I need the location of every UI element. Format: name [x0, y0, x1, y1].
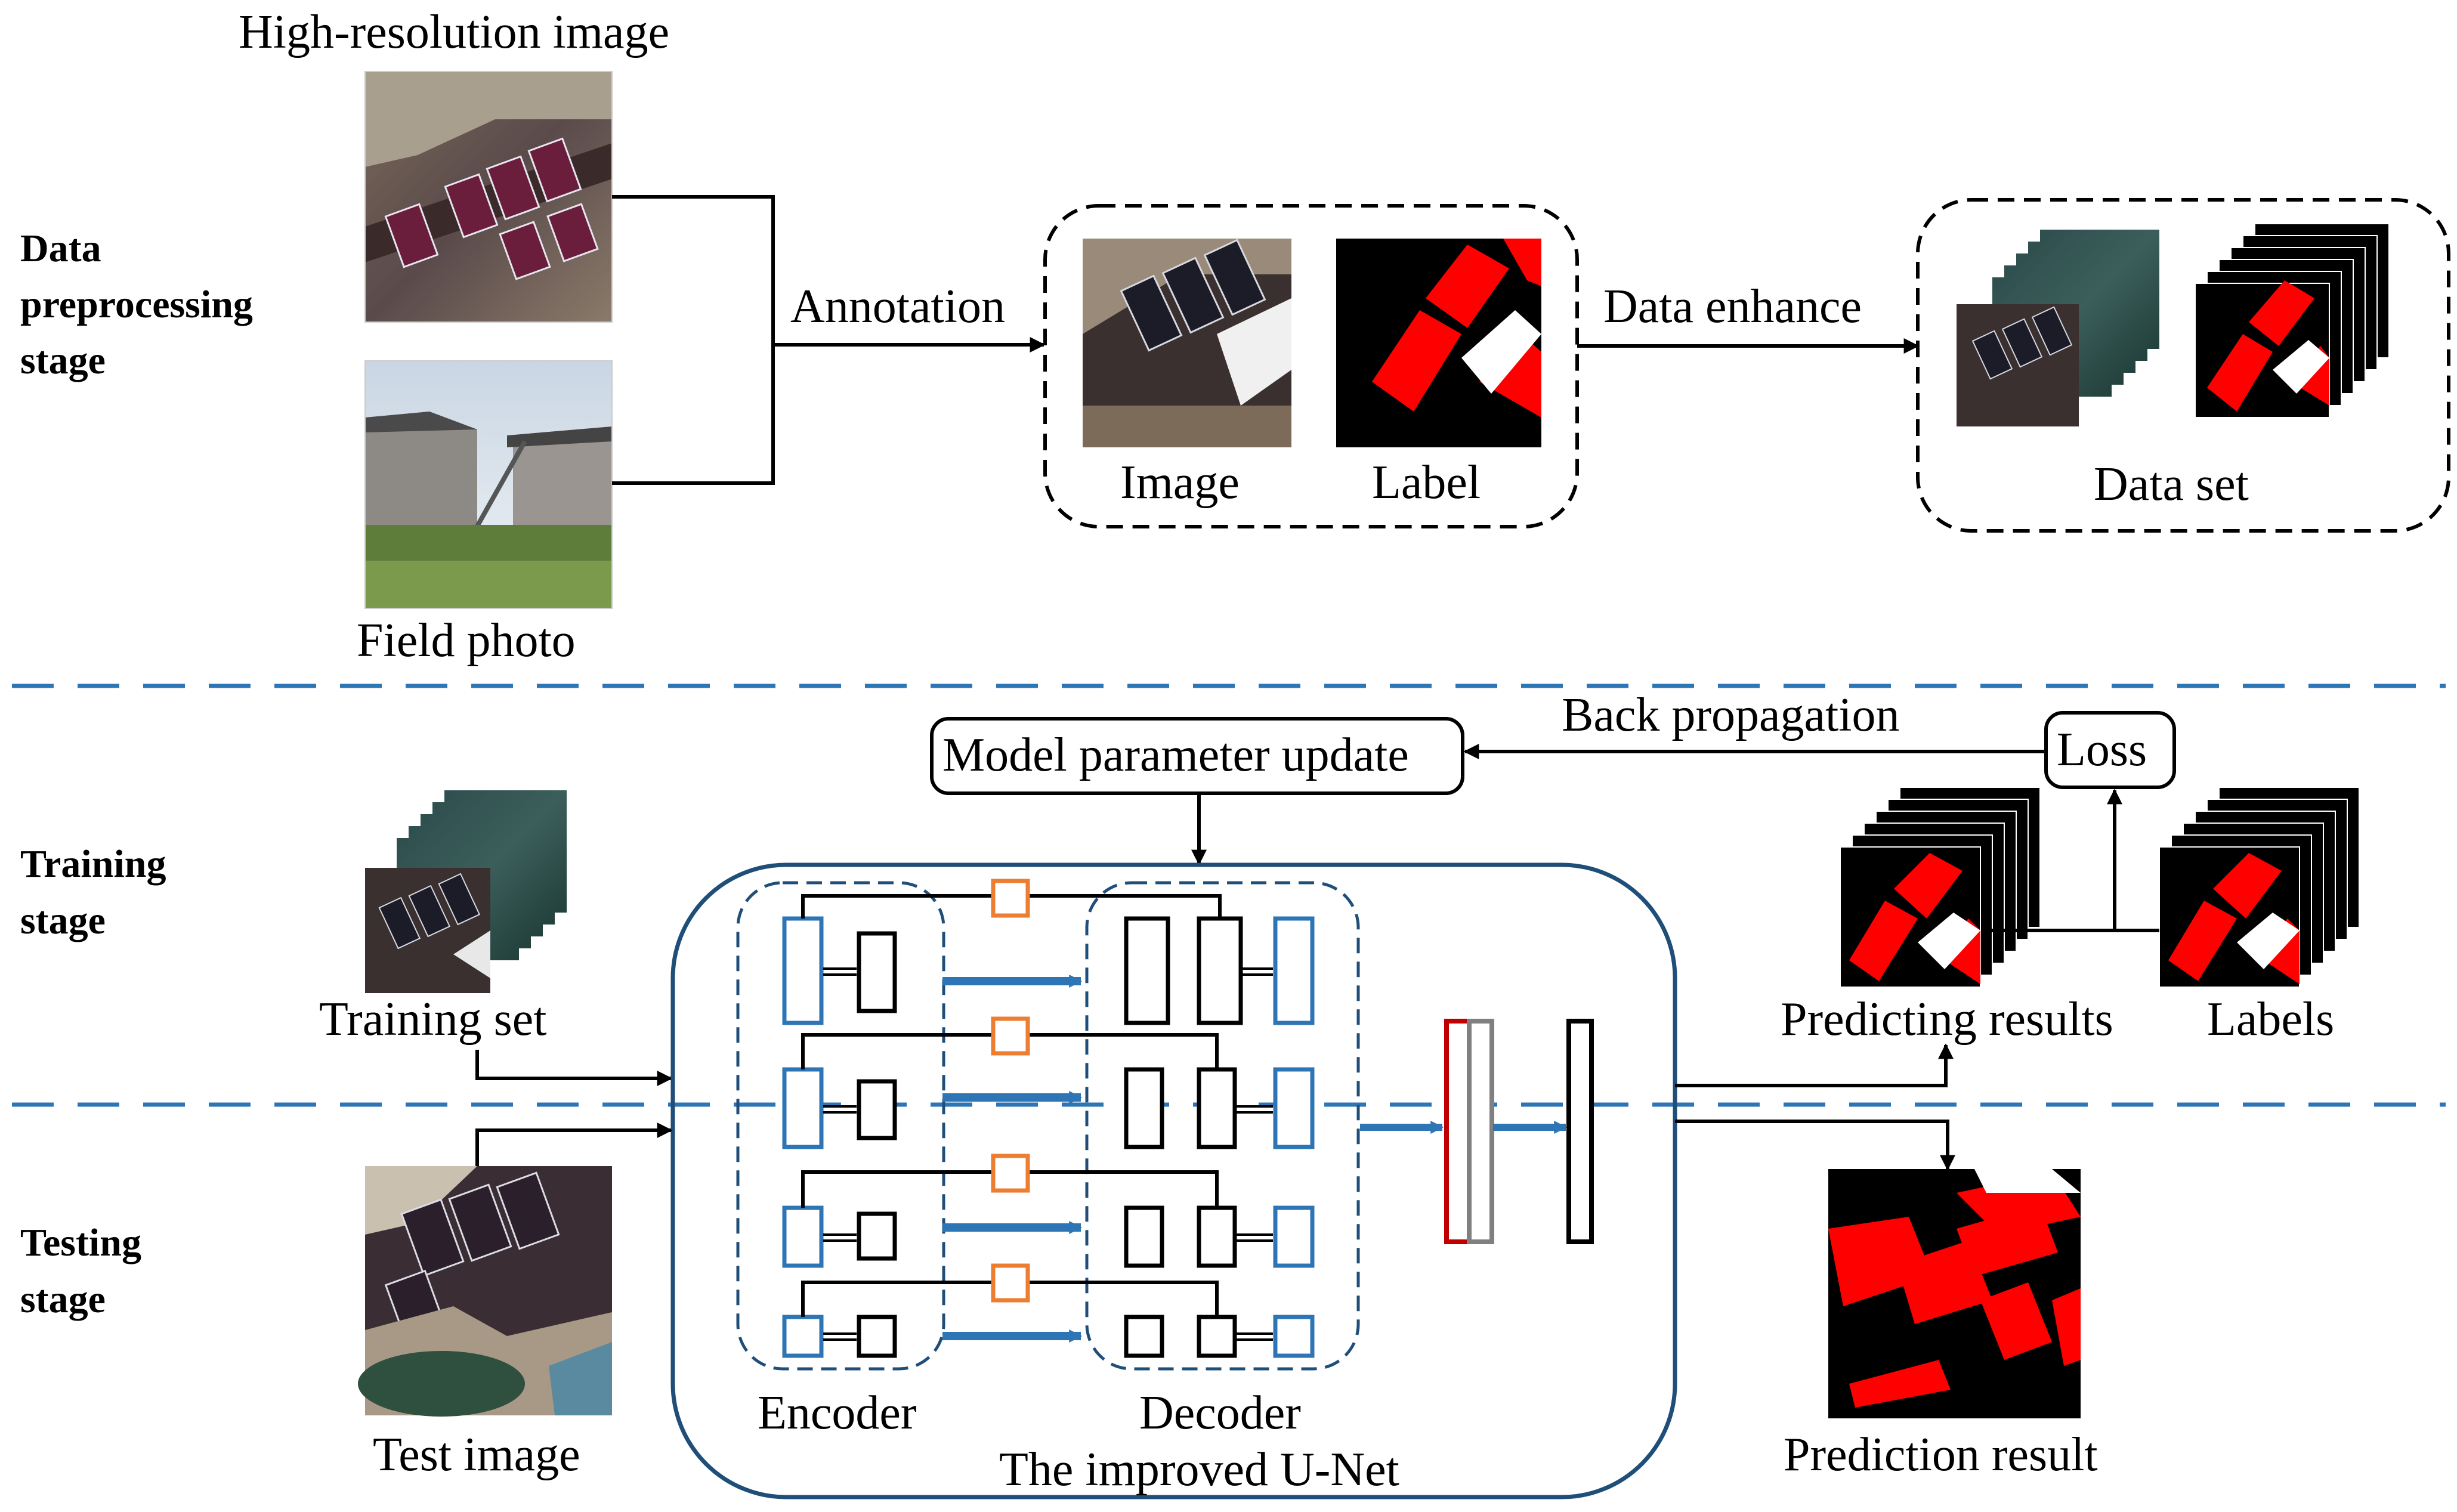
stage-label-line: Testing	[20, 1221, 141, 1264]
prediction-result-label: Prediction result	[1784, 1428, 2098, 1481]
stage-label-testing: Testing stage	[20, 1221, 141, 1321]
stage-label-line: preprocessing	[20, 283, 253, 326]
skip-attention-blocks	[991, 879, 1030, 1303]
annotation-mask	[1336, 239, 1541, 447]
encoder-conv-2	[857, 1079, 897, 1140]
labels-stack	[2159, 787, 2360, 988]
high-res-image-label: High-resolution image	[239, 6, 669, 58]
model-update-label: Model parameter update	[942, 729, 1409, 781]
data-set-label: Data set	[2094, 458, 2249, 511]
test-image-arrow	[475, 1123, 673, 1166]
training-set-arrow	[475, 1050, 673, 1086]
encoder-region	[736, 881, 945, 1371]
predicting-results-label: Predicting results	[1781, 993, 2113, 1046]
data-set-labels-stack	[2195, 223, 2390, 418]
stage-label-line: stage	[20, 1278, 106, 1321]
training-set-label: Training set	[319, 993, 547, 1046]
attention-block-2	[991, 1016, 1030, 1056]
back-propagation-label: Back propagation	[1562, 689, 1899, 741]
encoder-block-3	[782, 1205, 824, 1268]
unet-title: The improved U-Net	[999, 1443, 1399, 1496]
output-layer	[1566, 1019, 1594, 1244]
encoder-block-4	[782, 1315, 824, 1358]
merge-connector	[612, 195, 775, 485]
test-image-label: Test image	[373, 1428, 580, 1481]
test-image	[358, 1166, 612, 1417]
unet-to-predicting-arrow	[1675, 1043, 1954, 1087]
unet-layers	[782, 916, 1315, 1358]
encoder-decoder-arrows	[942, 975, 1083, 1343]
head-layer-gray	[1467, 1019, 1494, 1244]
label-label: Label	[1372, 456, 1481, 509]
annotation-label: Annotation	[790, 280, 1005, 333]
stage-label-line: stage	[20, 899, 106, 942]
encoder-label: Encoder	[758, 1387, 917, 1439]
decoder-conv-1b	[1197, 916, 1243, 1025]
field-photo	[364, 360, 613, 609]
labels-label: Labels	[2207, 993, 2334, 1046]
high-res-image	[364, 71, 613, 323]
inner-double-arrows	[823, 967, 1273, 1341]
encoder-block-2	[782, 1067, 824, 1149]
prediction-result-image	[1828, 1169, 2081, 1418]
encoder-conv-3	[857, 1211, 897, 1261]
decoder-out-1	[1273, 916, 1315, 1025]
stage-label-line: Training	[20, 842, 166, 886]
decoder-out-2	[1273, 1067, 1315, 1149]
attention-block-3	[991, 1154, 1030, 1193]
unet-to-prediction-arrow	[1675, 1120, 1955, 1171]
attention-block-1	[991, 879, 1030, 918]
decoder-conv-4b	[1197, 1315, 1237, 1358]
stage-label-preprocessing: Data preprocessing stage	[20, 227, 253, 382]
stage-label-training: Training stage	[20, 842, 166, 942]
decoder-conv-3b	[1197, 1205, 1237, 1268]
training-set-stack	[365, 790, 567, 993]
data-enhance-label: Data enhance	[1603, 280, 1862, 333]
decoder-conv-1a	[1124, 916, 1170, 1025]
encoder-conv-4	[857, 1315, 897, 1358]
decoder-out-4	[1273, 1315, 1315, 1358]
decoder-conv-2a	[1124, 1067, 1164, 1149]
decoder-out-3	[1273, 1205, 1315, 1268]
image-label-group	[1043, 204, 1579, 528]
stage-label-line: Data	[20, 227, 101, 270]
data-set-images-stack	[1957, 230, 2159, 426]
decoder-conv-4a	[1124, 1315, 1164, 1358]
encoder-conv-1	[857, 931, 897, 1013]
image-label: Image	[1120, 456, 1240, 509]
attention-block-4	[991, 1263, 1030, 1303]
loss-label: Loss	[2057, 723, 2147, 776]
head-layer-red	[1444, 1019, 1472, 1244]
data-set-group	[1916, 198, 2450, 533]
predicting-results-stack	[1840, 787, 2041, 988]
stage-label-line: stage	[20, 339, 106, 382]
annotation-image	[1083, 239, 1291, 447]
decoder-region	[1085, 881, 1360, 1371]
decoder-label: Decoder	[1139, 1387, 1301, 1439]
decoder-conv-2b	[1197, 1067, 1237, 1149]
unet-frame	[670, 862, 1677, 1499]
field-photo-label: Field photo	[357, 614, 576, 667]
encoder-block-1	[782, 916, 824, 1025]
decoder-conv-3a	[1124, 1205, 1164, 1268]
